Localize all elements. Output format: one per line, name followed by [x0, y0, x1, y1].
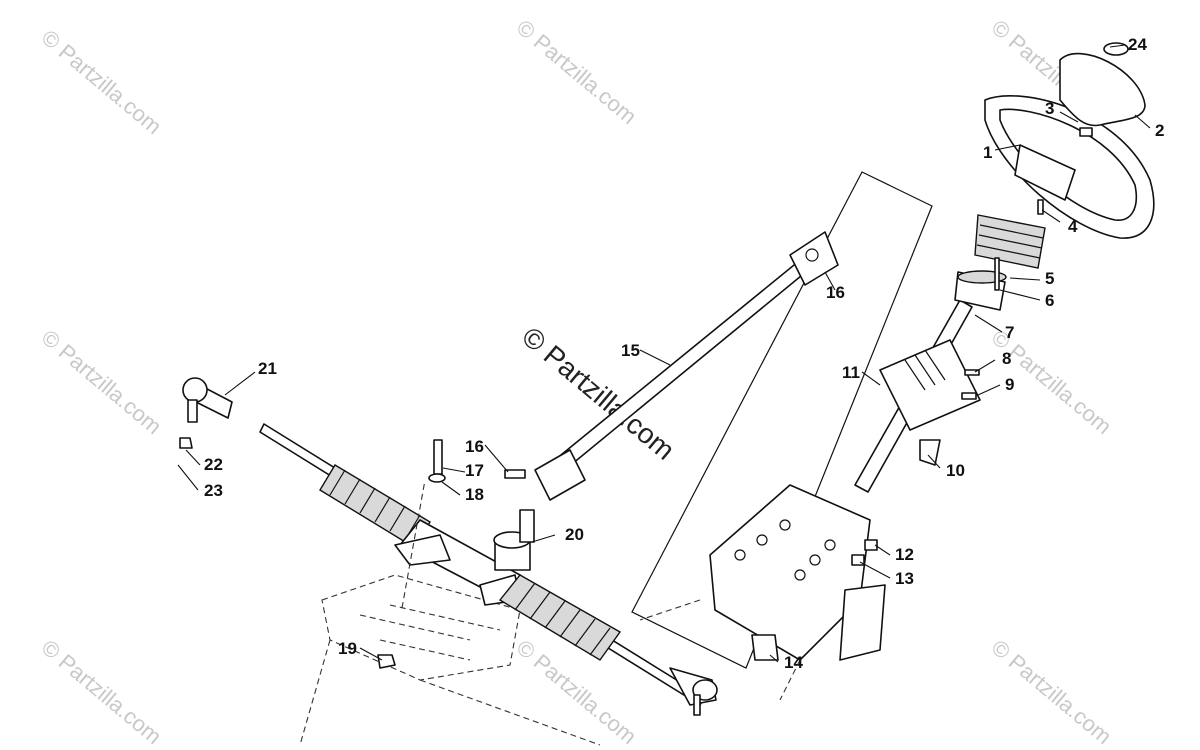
callout-labels: 1 2 3 4 5 6 7 8 9 10 11 12 13 14 15 16 1… — [204, 35, 1164, 672]
callout-3: 3 — [1045, 99, 1054, 118]
callout-1: 1 — [983, 143, 992, 162]
watermark: © Partzilla.com — [37, 325, 167, 439]
steering-column — [854, 299, 981, 493]
chassis-right — [639, 484, 886, 701]
steering-rack — [259, 423, 718, 716]
callout-21: 21 — [258, 359, 277, 378]
callout-10: 10 — [946, 461, 965, 480]
callout-9: 9 — [1005, 375, 1014, 394]
callout-12: 12 — [895, 545, 914, 564]
callout-20: 20 — [565, 525, 584, 544]
watermark: © Partzilla.com — [37, 25, 167, 139]
center-pad — [1059, 42, 1146, 137]
chassis-left — [299, 574, 601, 746]
callout-18: 18 — [465, 485, 484, 504]
intermediate-shaft — [534, 231, 839, 501]
callout-2: 2 — [1155, 121, 1164, 140]
callout-16a: 16 — [826, 283, 845, 302]
callout-14: 14 — [784, 653, 803, 672]
callout-24: 24 — [1128, 35, 1147, 54]
watermark: © Partzilla.com — [987, 635, 1117, 749]
bellows-right — [498, 574, 622, 661]
callout-19: 19 — [338, 639, 357, 658]
callout-17: 17 — [465, 461, 484, 480]
callout-8: 8 — [1002, 349, 1011, 368]
hardware — [377, 199, 1044, 669]
tie-rod-end-left — [179, 377, 233, 449]
callout-11: 11 — [842, 363, 860, 382]
column-ring — [954, 270, 1007, 311]
watermark: © Partzilla.com — [512, 15, 642, 129]
callout-6: 6 — [1045, 291, 1054, 310]
callout-16b: 16 — [465, 437, 484, 456]
steering-wheel — [984, 95, 1155, 239]
callout-22: 22 — [204, 455, 223, 474]
watermark: © Partzilla.com — [37, 635, 167, 749]
callout-5: 5 — [1045, 269, 1054, 288]
callout-23: 23 — [204, 481, 223, 500]
reference-frame — [631, 171, 933, 669]
callout-13: 13 — [895, 569, 914, 588]
callout-15: 15 — [621, 341, 640, 360]
callout-7: 7 — [1005, 323, 1014, 342]
callout-4: 4 — [1068, 217, 1078, 236]
leader-lines — [177, 44, 1151, 663]
column-boot — [974, 214, 1046, 269]
